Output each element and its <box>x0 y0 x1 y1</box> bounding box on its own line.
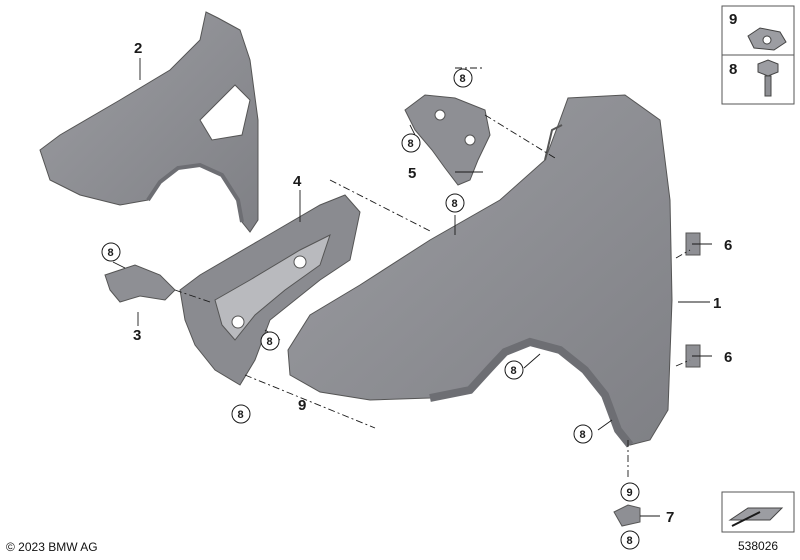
copyright-text: © 2023 BMW AG <box>6 540 98 554</box>
svg-text:8: 8 <box>408 138 414 150</box>
callout-6-lower: 6 <box>724 349 732 366</box>
callout-1: 1 <box>713 295 721 312</box>
bracket-part-4 <box>179 194 361 386</box>
callout-2: 2 <box>134 40 142 57</box>
callout-4: 4 <box>293 173 302 190</box>
svg-text:8: 8 <box>108 247 114 259</box>
circle-8-e: 8 <box>260 331 280 351</box>
circle-8-i: 8 <box>620 530 640 550</box>
svg-text:8: 8 <box>238 409 244 421</box>
callout-3: 3 <box>133 327 141 344</box>
circle-9-a: 9 <box>620 482 640 502</box>
circle-8-g: 8 <box>231 404 251 424</box>
callout-7: 7 <box>666 509 674 526</box>
bracket-part-5 <box>404 94 491 186</box>
callout-5: 5 <box>408 165 416 182</box>
svg-text:8: 8 <box>460 73 466 85</box>
diagram-id: 538026 <box>738 539 779 553</box>
fender-main-part-1 <box>287 94 673 448</box>
bracket-part-3 <box>104 264 176 303</box>
callout-6-upper: 6 <box>724 237 732 254</box>
circle-8-a: 8 <box>453 68 473 88</box>
hex-bolt-icon <box>757 59 779 97</box>
circle-8-b: 8 <box>401 133 421 153</box>
circle-8-h: 8 <box>573 424 593 444</box>
diagram-stamp-icon <box>721 491 795 533</box>
svg-text:8: 8 <box>627 535 633 547</box>
circle-8-f: 8 <box>504 360 524 380</box>
clip-part-7 <box>613 504 641 527</box>
dashed-lines <box>174 67 691 478</box>
fender-left-part-2 <box>39 11 259 233</box>
legend-number-8: 8 <box>729 61 737 78</box>
svg-text:9: 9 <box>627 487 633 499</box>
svg-text:8: 8 <box>267 336 273 348</box>
circle-8-d: 8 <box>101 242 121 262</box>
legend-number-9: 9 <box>729 11 737 28</box>
svg-text:8: 8 <box>580 429 586 441</box>
fastener-legend: 9 8 <box>721 5 795 105</box>
svg-text:8: 8 <box>452 198 458 210</box>
svg-text:8: 8 <box>511 365 517 377</box>
callout-9-mid: 9 <box>298 397 306 414</box>
circle-8-c: 8 <box>445 193 465 213</box>
clip-nut-icon <box>747 27 787 51</box>
circled-callouts: 8 8 8 8 8 8 8 8 9 8 <box>101 68 640 550</box>
